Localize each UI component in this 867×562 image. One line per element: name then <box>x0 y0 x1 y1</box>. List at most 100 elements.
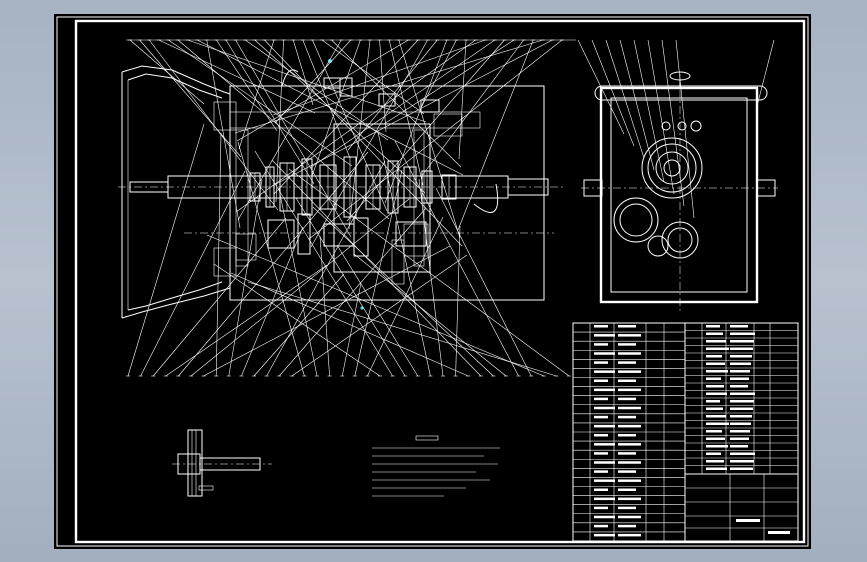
callout-leader-top <box>235 39 352 238</box>
bom-cell-text <box>706 325 720 328</box>
side-gear <box>663 159 681 177</box>
side-gear <box>613 197 659 243</box>
callouts-top <box>126 39 576 248</box>
title-block-text <box>768 531 790 534</box>
front-seal-upper <box>213 101 237 131</box>
bom-cell-text <box>618 479 641 482</box>
shaft-detail-view <box>172 429 272 497</box>
bom-cell-text <box>706 467 727 470</box>
bom-cell-text <box>594 497 615 501</box>
callout-leader-top <box>398 39 461 239</box>
bom-cell-text <box>594 452 608 455</box>
callout-leader-top <box>420 39 524 178</box>
bom-cell-text <box>706 415 726 418</box>
bom-cell-text <box>706 332 723 335</box>
bom-cell-text <box>618 506 636 510</box>
callout-leader-top <box>292 39 314 106</box>
side-case-outer <box>599 86 759 304</box>
bom-cell-text <box>594 379 608 382</box>
side-callout-leader <box>605 39 645 159</box>
side-shaft-right <box>756 179 776 197</box>
callout-leader-top <box>168 39 353 167</box>
callout-leader-top <box>457 39 534 231</box>
side-gear <box>641 137 703 199</box>
callout-leader-top <box>148 39 279 211</box>
callout-leader-bottom <box>237 141 305 377</box>
bom-cell-text <box>618 533 641 537</box>
output-coupling <box>473 183 499 213</box>
bom-cell-text <box>730 347 753 350</box>
side-callout-leader <box>647 39 675 195</box>
bell-housing-bottom-inner <box>127 281 223 311</box>
callout-leader-top <box>309 39 495 169</box>
callout-leader-bottom <box>295 197 406 377</box>
bom-cell-text <box>594 325 608 328</box>
bom-cell-text <box>618 325 636 328</box>
bolt-2 <box>677 121 687 131</box>
side-gear-circles <box>613 137 703 259</box>
bom-cell-text <box>618 415 636 419</box>
callout-leader-bottom <box>312 206 494 377</box>
bom-cell-text <box>594 370 615 373</box>
bom-cell-text <box>594 533 615 537</box>
callout-leader-top <box>272 39 486 116</box>
bom-cell-text <box>594 415 608 419</box>
bom-cell-text <box>730 437 749 440</box>
callout-leader-top <box>216 39 278 132</box>
bom-cell-text <box>706 377 721 380</box>
callout-leader-top <box>271 39 553 187</box>
callout-leader-bottom <box>152 217 287 377</box>
callout-leader-bottom <box>213 263 381 377</box>
bom-cell-text <box>618 470 636 473</box>
callout-leader-top <box>177 39 390 220</box>
callout-leader-top <box>331 39 462 168</box>
bom-cell-text <box>618 343 636 346</box>
callout-leader-bottom <box>394 140 519 377</box>
outer-frame <box>56 16 809 547</box>
callout-leader-top <box>254 39 426 194</box>
cad-viewport[interactable] <box>54 14 811 549</box>
bom-cell-text <box>594 515 615 519</box>
rear-seal-upper <box>433 113 463 137</box>
bom-cell-text <box>618 370 641 373</box>
callout-leader-bottom <box>228 179 263 377</box>
callout-leader-top <box>238 39 275 150</box>
callout-leader-top <box>388 39 424 186</box>
bom-cell-text <box>618 524 636 528</box>
callout-leader-top <box>379 39 387 133</box>
bom-grid <box>573 323 798 541</box>
bom-cell-text <box>706 392 727 395</box>
callout-leader-bottom <box>203 245 451 377</box>
bom-cell-text <box>594 506 608 510</box>
bom-cell-text <box>594 352 615 355</box>
callout-leader-top <box>225 39 315 185</box>
main-sectional-view <box>118 39 576 377</box>
side-callout-leader <box>661 39 685 207</box>
side-callout-leader <box>755 39 775 111</box>
shift-boss-4 <box>420 99 440 113</box>
bom-cell-text <box>594 434 608 437</box>
bom-cell-text <box>618 461 641 464</box>
bom-cell-text <box>706 370 728 373</box>
side-callout-leader <box>633 39 665 183</box>
callout-leader-bottom <box>165 264 328 377</box>
bom-cell-text <box>618 397 636 401</box>
callout-leader-bottom <box>140 170 246 377</box>
callout-leader-bottom <box>367 216 444 377</box>
bom-cell-text <box>618 334 641 337</box>
bom-cell-text <box>594 424 615 428</box>
bell-housing-top-outer <box>121 65 231 95</box>
counter-gear-1 <box>267 219 295 249</box>
bom-cell-text <box>618 361 636 364</box>
title-block <box>684 473 799 542</box>
counter-gear-4 <box>353 217 369 257</box>
bom-cell-text <box>618 424 641 428</box>
bom-cell-text <box>706 407 723 410</box>
callouts-side <box>577 39 775 219</box>
bom-cell-text <box>618 379 636 382</box>
bom-cell-text <box>730 415 752 418</box>
detail-shaft <box>199 457 261 471</box>
front-counter-bearing <box>235 233 257 261</box>
callout-leader-bottom <box>254 150 393 377</box>
callout-leader-top <box>264 39 463 247</box>
